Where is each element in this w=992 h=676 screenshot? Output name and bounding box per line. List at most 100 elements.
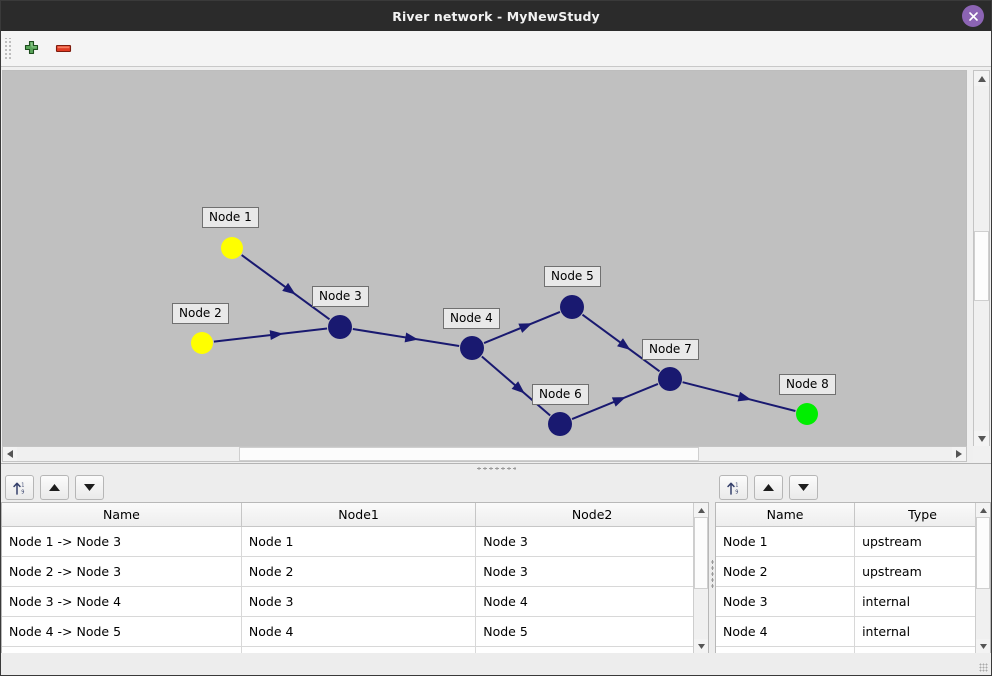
graph-node[interactable] — [191, 332, 213, 354]
nodes-move-down-button[interactable] — [789, 475, 818, 500]
graph-node-label[interactable]: Node 1 — [202, 207, 259, 228]
network-graph-panel: Node 1 Node 2 Node 3 Node 4 Node 5 Node 6 Node… — [1, 67, 991, 463]
resize-grip-icon[interactable] — [979, 663, 988, 672]
graph-node-label[interactable]: Node 3 — [312, 286, 369, 307]
minus-icon — [55, 44, 71, 53]
node-row-empty[interactable] — [716, 646, 990, 653]
remove-node-button[interactable] — [50, 36, 76, 62]
nodes-sort-button[interactable]: 1 9 — [719, 475, 748, 500]
graph-node-label[interactable]: Node 4 — [443, 308, 500, 329]
reaches-footer — [1, 653, 709, 675]
graph-node-label[interactable]: Node 2 — [172, 303, 229, 324]
caret-left-icon — [7, 450, 13, 458]
nodes-scroll-down-button[interactable] — [976, 639, 990, 653]
graph-edge-arrow-icon — [282, 282, 296, 295]
toolbar-drag-handle[interactable] — [4, 37, 12, 60]
scroll-down-button[interactable] — [974, 431, 989, 446]
graph-node[interactable] — [796, 403, 818, 425]
table-cell[interactable]: internal — [854, 586, 990, 617]
table-cell[interactable]: Node 2 -> Node 3 — [2, 556, 242, 587]
table-cell[interactable]: Node 4 — [475, 586, 708, 617]
table-cell[interactable]: Node 1 — [716, 526, 856, 557]
table-cell-empty[interactable] — [241, 646, 477, 653]
column-header-node1[interactable]: Node1 — [241, 503, 477, 527]
scroll-left-button[interactable] — [3, 447, 17, 461]
table-cell[interactable]: Node 3 — [475, 556, 708, 587]
graph-node-label[interactable]: Node 5 — [544, 266, 601, 287]
table-cell[interactable]: Node 3 — [475, 526, 708, 557]
reaches-table-scrollbar[interactable] — [693, 503, 708, 653]
nodes-scroll-up-button[interactable] — [976, 503, 990, 517]
graph-node[interactable] — [328, 315, 352, 339]
table-cell[interactable]: Node 2 — [716, 556, 856, 587]
close-button[interactable] — [962, 5, 984, 27]
scroll-thumb-vertical[interactable] — [974, 231, 989, 301]
graph-canvas[interactable]: Node 1 Node 2 Node 3 Node 4 Node 5 Node 6 Node… — [2, 70, 967, 447]
graph-node-label[interactable]: Node 7 — [642, 339, 699, 360]
table-cell[interactable]: Node 3 -> Node 4 — [2, 586, 242, 617]
table-cell[interactable]: Node 3 — [241, 586, 477, 617]
table-cell[interactable]: Node 2 — [241, 556, 477, 587]
table-cell[interactable]: Node 5 — [475, 616, 708, 647]
table-cell[interactable]: Node 1 — [241, 526, 477, 557]
graph-edge-arrow-icon — [269, 330, 284, 341]
graph-node[interactable] — [221, 237, 243, 259]
graph-node[interactable] — [560, 295, 584, 319]
column-header-name[interactable]: Name — [716, 503, 856, 527]
graph-node-label[interactable]: Node 8 — [779, 374, 836, 395]
nodes-scroll-thumb[interactable] — [976, 517, 990, 589]
reaches-sort-button[interactable]: 1 9 — [5, 475, 34, 500]
scroll-right-button[interactable] — [952, 447, 966, 461]
reaches-scroll-thumb[interactable] — [694, 517, 708, 589]
table-cell[interactable]: Node 3 — [716, 586, 856, 617]
table-cell[interactable]: Node 4 — [716, 616, 856, 647]
table-cell[interactable]: upstream — [854, 556, 990, 587]
graph-node-label[interactable]: Node 6 — [532, 384, 589, 405]
column-header-name[interactable]: Name — [2, 503, 242, 527]
graph-horizontal-scrollbar[interactable] — [2, 446, 967, 462]
table-cell[interactable]: upstream — [854, 526, 990, 557]
table-cell-empty[interactable] — [2, 646, 242, 653]
horizontal-splitter[interactable] — [1, 463, 991, 473]
reaches-move-up-button[interactable] — [40, 475, 69, 500]
arrow-up-icon — [49, 484, 60, 491]
table-cell[interactable]: Node 1 -> Node 3 — [2, 526, 242, 557]
reach-row-empty[interactable] — [2, 646, 708, 653]
reaches-move-down-button[interactable] — [75, 475, 104, 500]
caret-up-icon — [697, 507, 705, 513]
graph-node[interactable] — [460, 336, 484, 360]
table-cell[interactable]: internal — [854, 616, 990, 647]
table-cell-empty[interactable] — [716, 646, 856, 653]
table-cell-empty[interactable] — [475, 646, 708, 653]
add-node-button[interactable] — [18, 36, 44, 62]
table-cell[interactable]: Node 4 — [241, 616, 477, 647]
scroll-up-button[interactable] — [974, 71, 989, 86]
table-cell[interactable]: Node 4 -> Node 5 — [2, 616, 242, 647]
table-cell-empty[interactable] — [854, 646, 990, 653]
reaches-scroll-down-button[interactable] — [694, 639, 708, 653]
scroll-thumb-horizontal[interactable] — [239, 447, 699, 461]
reaches-scroll-up-button[interactable] — [694, 503, 708, 517]
graph-vertical-scrollbar[interactable] — [973, 70, 990, 447]
column-header-type[interactable]: Type — [854, 503, 990, 527]
graph-node[interactable] — [548, 412, 572, 436]
graph-node[interactable] — [658, 367, 682, 391]
nodes-table-scrollbar[interactable] — [975, 503, 990, 653]
svg-text:9: 9 — [21, 489, 24, 495]
nodes-move-up-button[interactable] — [754, 475, 783, 500]
vertical-splitter[interactable] — [709, 473, 715, 675]
column-header-node2[interactable]: Node2 — [475, 503, 708, 527]
caret-down-icon — [979, 643, 987, 649]
